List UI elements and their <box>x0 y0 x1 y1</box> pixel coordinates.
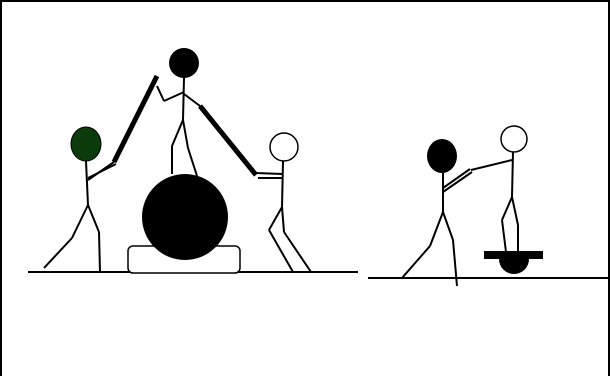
stick-figure-green-head <box>44 127 116 272</box>
scene-group-lift <box>28 48 358 273</box>
head-black-top <box>169 48 199 78</box>
head-white-right <box>270 133 298 161</box>
stick-figure-white-head-right <box>256 133 311 272</box>
ball <box>142 174 228 260</box>
balance-board <box>484 251 543 274</box>
head-green <box>71 127 101 161</box>
scene-balance-assist <box>368 126 610 286</box>
pole-right <box>200 106 256 175</box>
head-black <box>427 139 457 173</box>
head-white <box>501 126 527 152</box>
pole-left <box>114 76 157 162</box>
stick-figure-black-head-top <box>157 48 200 176</box>
stick-figure-white-head <box>471 126 527 252</box>
stick-figure-black-head <box>402 139 472 286</box>
